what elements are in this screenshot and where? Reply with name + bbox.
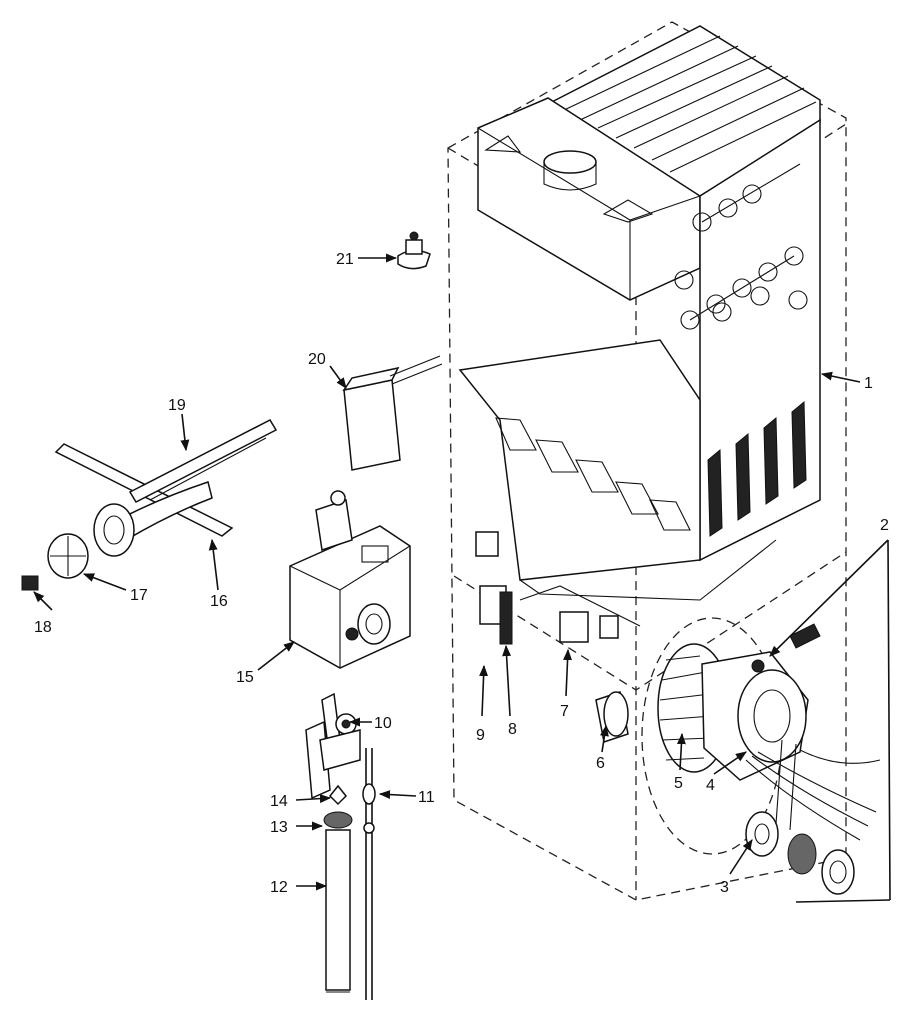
callout-21: 21	[336, 251, 354, 268]
igniter-bracket	[305, 692, 361, 800]
callout-10: 10	[374, 715, 392, 732]
callout-2: 2	[880, 517, 889, 534]
callout-8: 8	[508, 721, 517, 738]
blower-assembly	[641, 617, 881, 895]
leader-lines	[33, 253, 891, 903]
limit-switch	[397, 231, 431, 270]
callout-19: 19	[168, 397, 186, 414]
sensor-box	[342, 355, 443, 471]
callout-9: 9	[476, 727, 485, 744]
burner-assembly	[21, 419, 278, 591]
callout-11: 11	[418, 789, 435, 806]
heat-exchanger	[458, 25, 821, 601]
gas-supply-pipe	[323, 811, 353, 993]
callout-7: 7	[560, 703, 569, 720]
callout-3: 3	[720, 879, 729, 896]
pilot-orifice	[328, 784, 348, 806]
callout-17: 17	[130, 587, 148, 604]
callout-12: 12	[270, 879, 288, 896]
callout-18: 18	[34, 619, 52, 636]
control-board	[475, 531, 641, 645]
callout-14: 14	[270, 793, 288, 810]
callout-5: 5	[674, 775, 683, 792]
callout-1: 1	[864, 375, 873, 392]
callout-15: 15	[236, 669, 254, 686]
callout-13: 13	[270, 819, 288, 836]
callout-6: 6	[596, 755, 605, 772]
thermocouple-tube	[362, 748, 376, 1000]
callout-4: 4	[706, 777, 715, 794]
callout-labels: 1 2 3 4 5 6 7 8 9 10 11 12 13 14 15 16 1…	[34, 251, 889, 896]
callout-16: 16	[210, 593, 228, 610]
capacitor	[595, 691, 629, 743]
gas-valve	[289, 490, 411, 669]
callout-20: 20	[308, 351, 326, 368]
